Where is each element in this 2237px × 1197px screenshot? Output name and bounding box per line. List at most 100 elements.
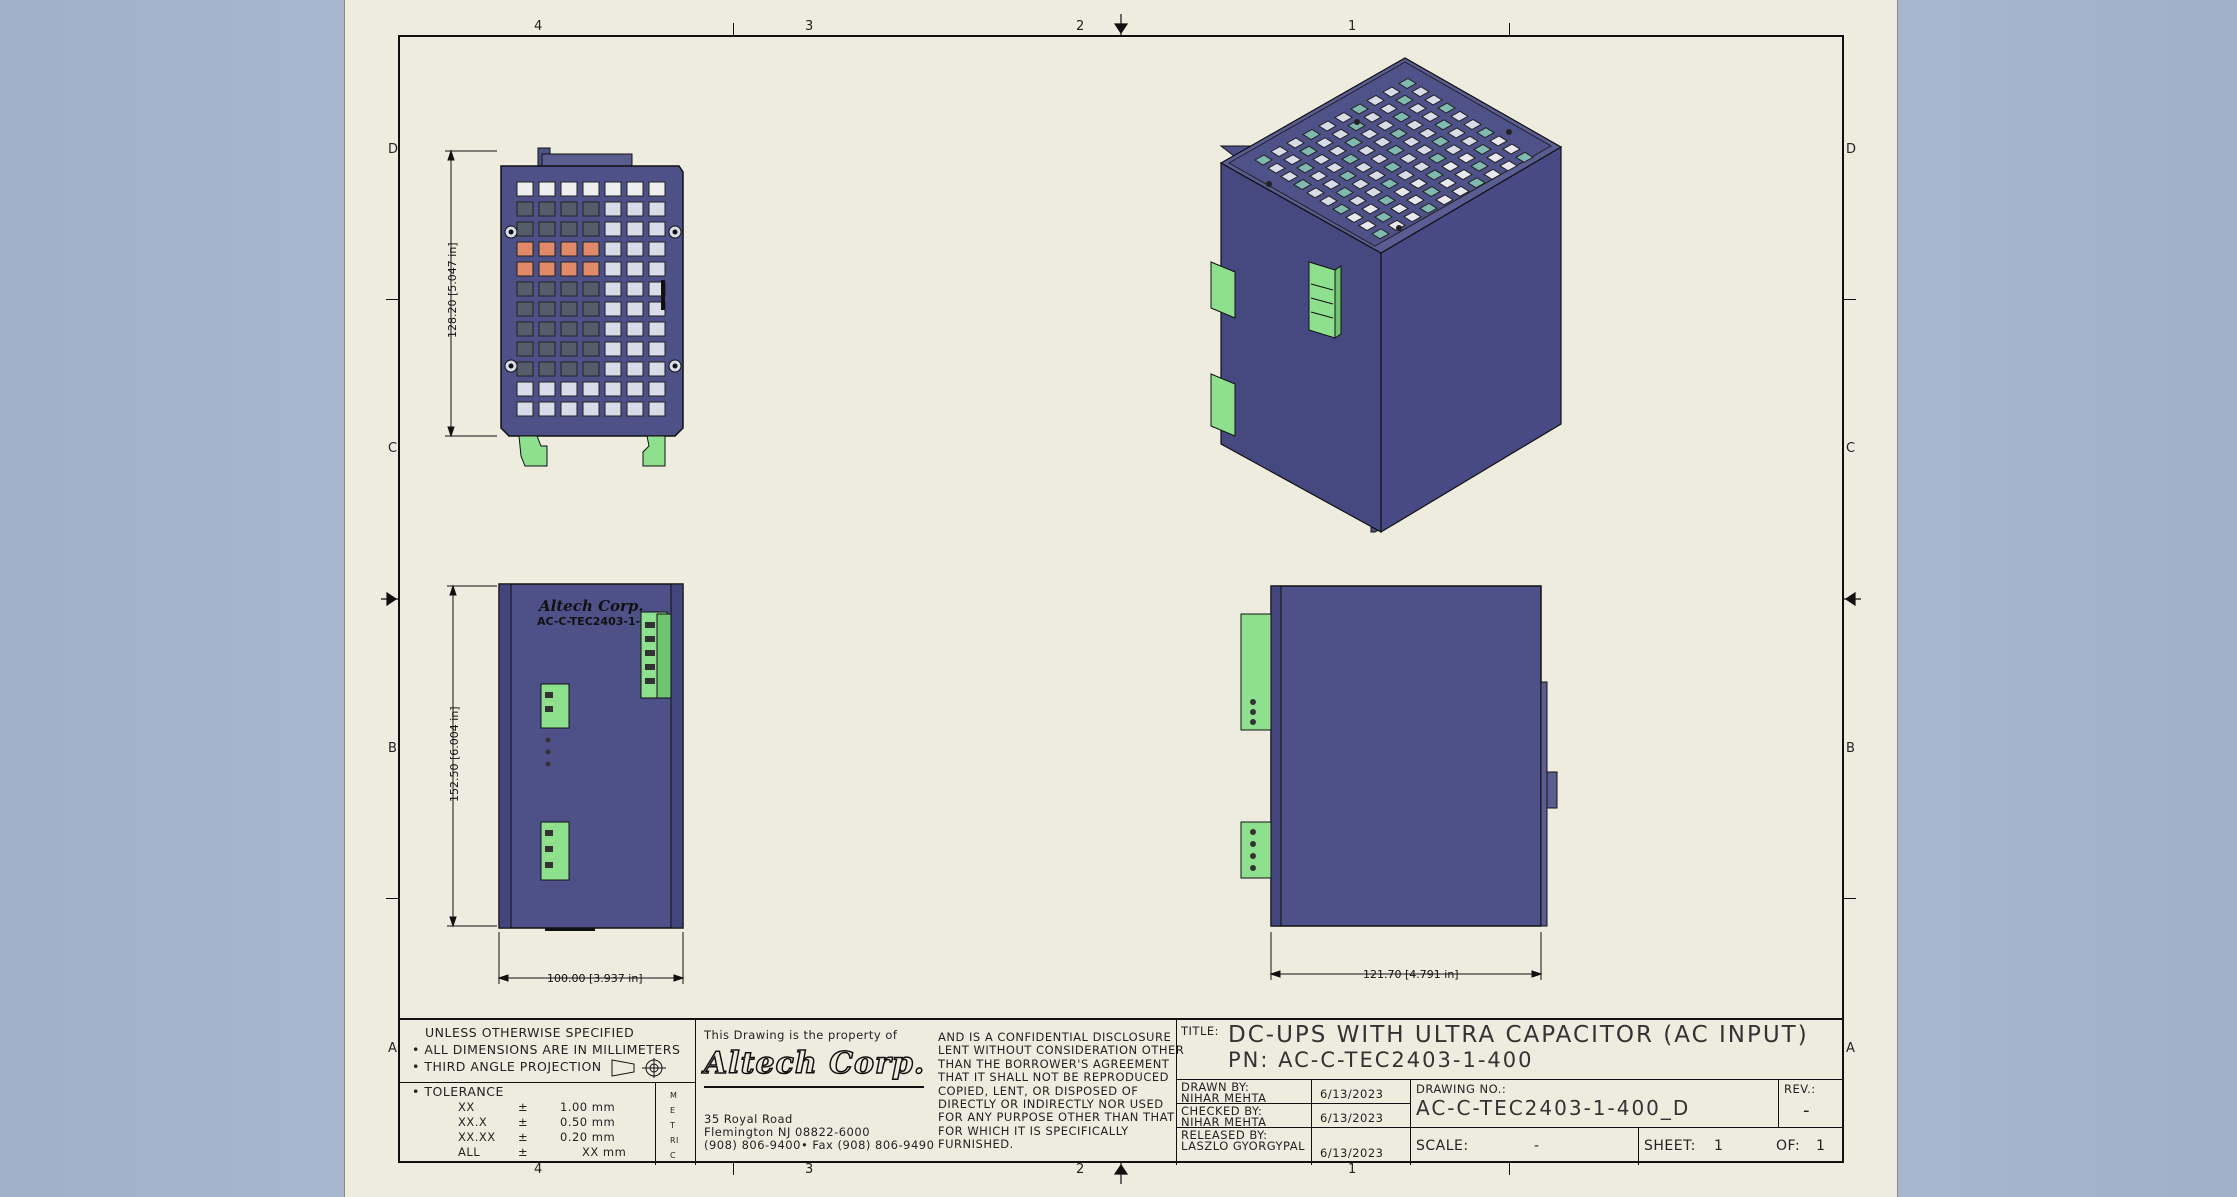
rev-label: REV.:	[1784, 1082, 1816, 1096]
front-cell	[516, 321, 534, 337]
iso-cell	[1434, 119, 1453, 131]
iso-cell	[1286, 137, 1305, 149]
front-cell	[648, 221, 666, 237]
front-cell	[604, 201, 622, 217]
front-cell	[582, 221, 600, 237]
iso-cell	[1332, 203, 1351, 215]
front-cell	[560, 361, 578, 377]
iso-cell	[1319, 195, 1338, 207]
iso-cell	[1366, 94, 1385, 107]
title-block: UNLESS OTHERWISE SPECIFIED • ALL DIMENSI…	[398, 1018, 1844, 1165]
front-cell	[626, 201, 644, 217]
company-phone: (908) 806-9400• Fax (908) 806-9490	[704, 1138, 935, 1152]
iso-cell	[1438, 177, 1457, 189]
iso-cell	[1371, 228, 1390, 240]
front-cell	[648, 381, 666, 397]
zone-top-3: 3	[805, 19, 814, 34]
checked-by: NIHAR MEHTA	[1181, 1115, 1267, 1129]
front-cell	[626, 301, 644, 317]
iso-cell	[1451, 185, 1470, 197]
front-cell	[604, 301, 622, 317]
drawn-by-label: DRAWN BY:	[1181, 1080, 1250, 1094]
iso-cell	[1392, 111, 1411, 123]
front-cell	[648, 401, 666, 417]
front-cell	[626, 341, 644, 357]
iso-cell	[1387, 219, 1406, 231]
front-cell	[560, 381, 578, 397]
centering-marks	[381, 14, 1861, 1184]
iso-cell	[1270, 145, 1289, 158]
front-cell	[604, 381, 622, 397]
iso-cell	[1380, 178, 1399, 190]
drawing-frame	[398, 35, 1844, 1163]
iso-cell	[1450, 110, 1469, 122]
zone-top-2: 2	[1076, 19, 1085, 34]
iso-cell	[1382, 86, 1401, 98]
iso-cell	[1408, 102, 1427, 114]
metric-label: METRIC	[670, 1091, 679, 1160]
front-cell	[626, 361, 644, 377]
front-cell	[560, 261, 578, 277]
front-cell	[560, 181, 578, 197]
front-cell	[604, 181, 622, 197]
released-by-label: RELEASED BY:	[1181, 1128, 1268, 1142]
iso-cell	[1390, 203, 1409, 215]
front-cell	[626, 241, 644, 257]
iso-cell	[1393, 186, 1412, 198]
iso-cell	[1357, 145, 1376, 157]
front-cell	[648, 341, 666, 357]
front-cell	[538, 341, 556, 357]
drawing-sheet: 4 3 2 1 4 3 2 1 D C B A D C B A	[344, 0, 1898, 1197]
iso-cell	[1386, 144, 1405, 156]
iso-cell	[1428, 152, 1447, 164]
iso-cell	[1467, 177, 1486, 189]
iso-cell	[1444, 144, 1463, 156]
iso-cell	[1421, 111, 1440, 123]
zone-bottom-3: 3	[805, 1162, 814, 1177]
front-cell	[582, 301, 600, 317]
front-cell	[538, 261, 556, 277]
title-label: TITLE:	[1181, 1024, 1219, 1038]
front-cell	[582, 381, 600, 397]
front-cell	[582, 181, 600, 197]
iso-cell	[1431, 135, 1450, 148]
iso-cell	[1379, 103, 1398, 115]
front-cell	[516, 381, 534, 397]
iso-cell	[1435, 194, 1454, 206]
iso-cell	[1457, 152, 1476, 164]
iso-cell	[1406, 194, 1425, 206]
iso-cell	[1341, 153, 1360, 165]
front-cell	[604, 321, 622, 337]
tolerance-row: XX.X±0.50 mm	[458, 1115, 616, 1129]
front-cell	[516, 401, 534, 417]
iso-cell	[1425, 169, 1444, 181]
front-cell	[582, 261, 600, 277]
iso-cell	[1280, 170, 1299, 182]
front-cell	[626, 321, 644, 337]
tolerance-row: ALL±XX mm	[458, 1145, 627, 1159]
iso-cell	[1347, 120, 1366, 132]
zone-bottom-2: 2	[1076, 1162, 1085, 1177]
iso-cell	[1389, 128, 1408, 140]
front-cell	[626, 381, 644, 397]
disclosure-text: AND IS A CONFIDENTIAL DISCLOSURE LENT WI…	[938, 1030, 1185, 1152]
iso-cell	[1473, 143, 1492, 155]
iso-cell	[1470, 160, 1489, 172]
front-cell	[538, 281, 556, 297]
front-cell	[626, 181, 644, 197]
note-dimensions: • ALL DIMENSIONS ARE IN MILLIMETERS	[412, 1042, 681, 1057]
front-cell	[538, 381, 556, 397]
checked-by-label: CHECKED BY:	[1181, 1104, 1263, 1118]
side-part: AC-C-TEC2403-1-400	[537, 615, 663, 628]
company-logo: Altech Corp.	[703, 1045, 926, 1082]
front-cell	[582, 401, 600, 417]
iso-cell	[1267, 162, 1286, 174]
iso-cell	[1344, 136, 1363, 148]
iso-cell	[1502, 143, 1521, 155]
front-cell	[538, 201, 556, 217]
front-cell	[626, 281, 644, 297]
front-cell	[648, 241, 666, 257]
part-number-title: PN: AC-C-TEC2403-1-400	[1228, 1048, 1534, 1072]
note-unless: UNLESS OTHERWISE SPECIFIED	[425, 1025, 635, 1040]
drawing-no-label: DRAWING NO.:	[1416, 1082, 1507, 1096]
